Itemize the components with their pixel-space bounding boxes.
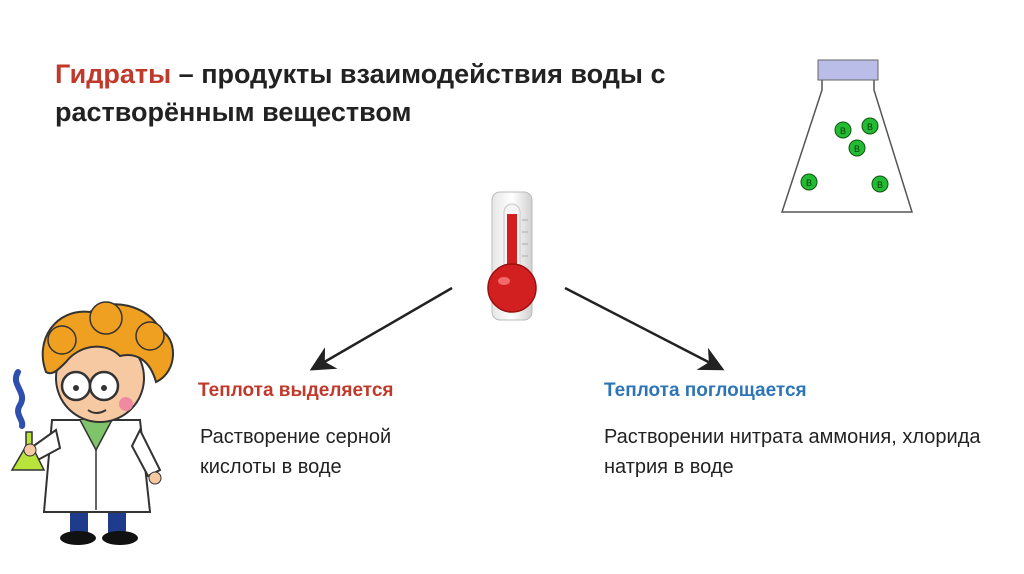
svg-text:B: B xyxy=(867,122,873,132)
particle: B xyxy=(834,121,852,139)
arrow-right-icon xyxy=(564,286,725,371)
svg-text:B: B xyxy=(806,178,812,188)
svg-text:B: B xyxy=(840,126,846,136)
scientist-icon xyxy=(10,301,174,545)
thermometer-icon xyxy=(487,191,537,321)
svg-text:B: B xyxy=(877,180,883,190)
heat-absorbed-heading: Теплота поглощается xyxy=(604,380,807,401)
particle: B xyxy=(800,173,818,191)
particle: B xyxy=(848,139,866,157)
title-accent: Гидраты xyxy=(55,59,172,89)
flask-icon: B B B B B xyxy=(780,59,914,213)
particle: B xyxy=(861,117,879,135)
heat-released-text: Растворение серной кислоты в воде xyxy=(200,426,392,478)
heat-released-heading: Теплота выделяется xyxy=(198,380,394,401)
svg-text:B: B xyxy=(854,144,860,154)
arrow-left-icon xyxy=(309,286,453,371)
heat-absorbed-text: Растворении нитрата аммония, хлорида нат… xyxy=(604,426,981,478)
title-rest: – продукты взаимодействия воды с раствор… xyxy=(55,59,666,127)
particle: B xyxy=(871,175,889,193)
slide-title: Гидраты – продукты взаимодействия воды с… xyxy=(55,55,755,131)
